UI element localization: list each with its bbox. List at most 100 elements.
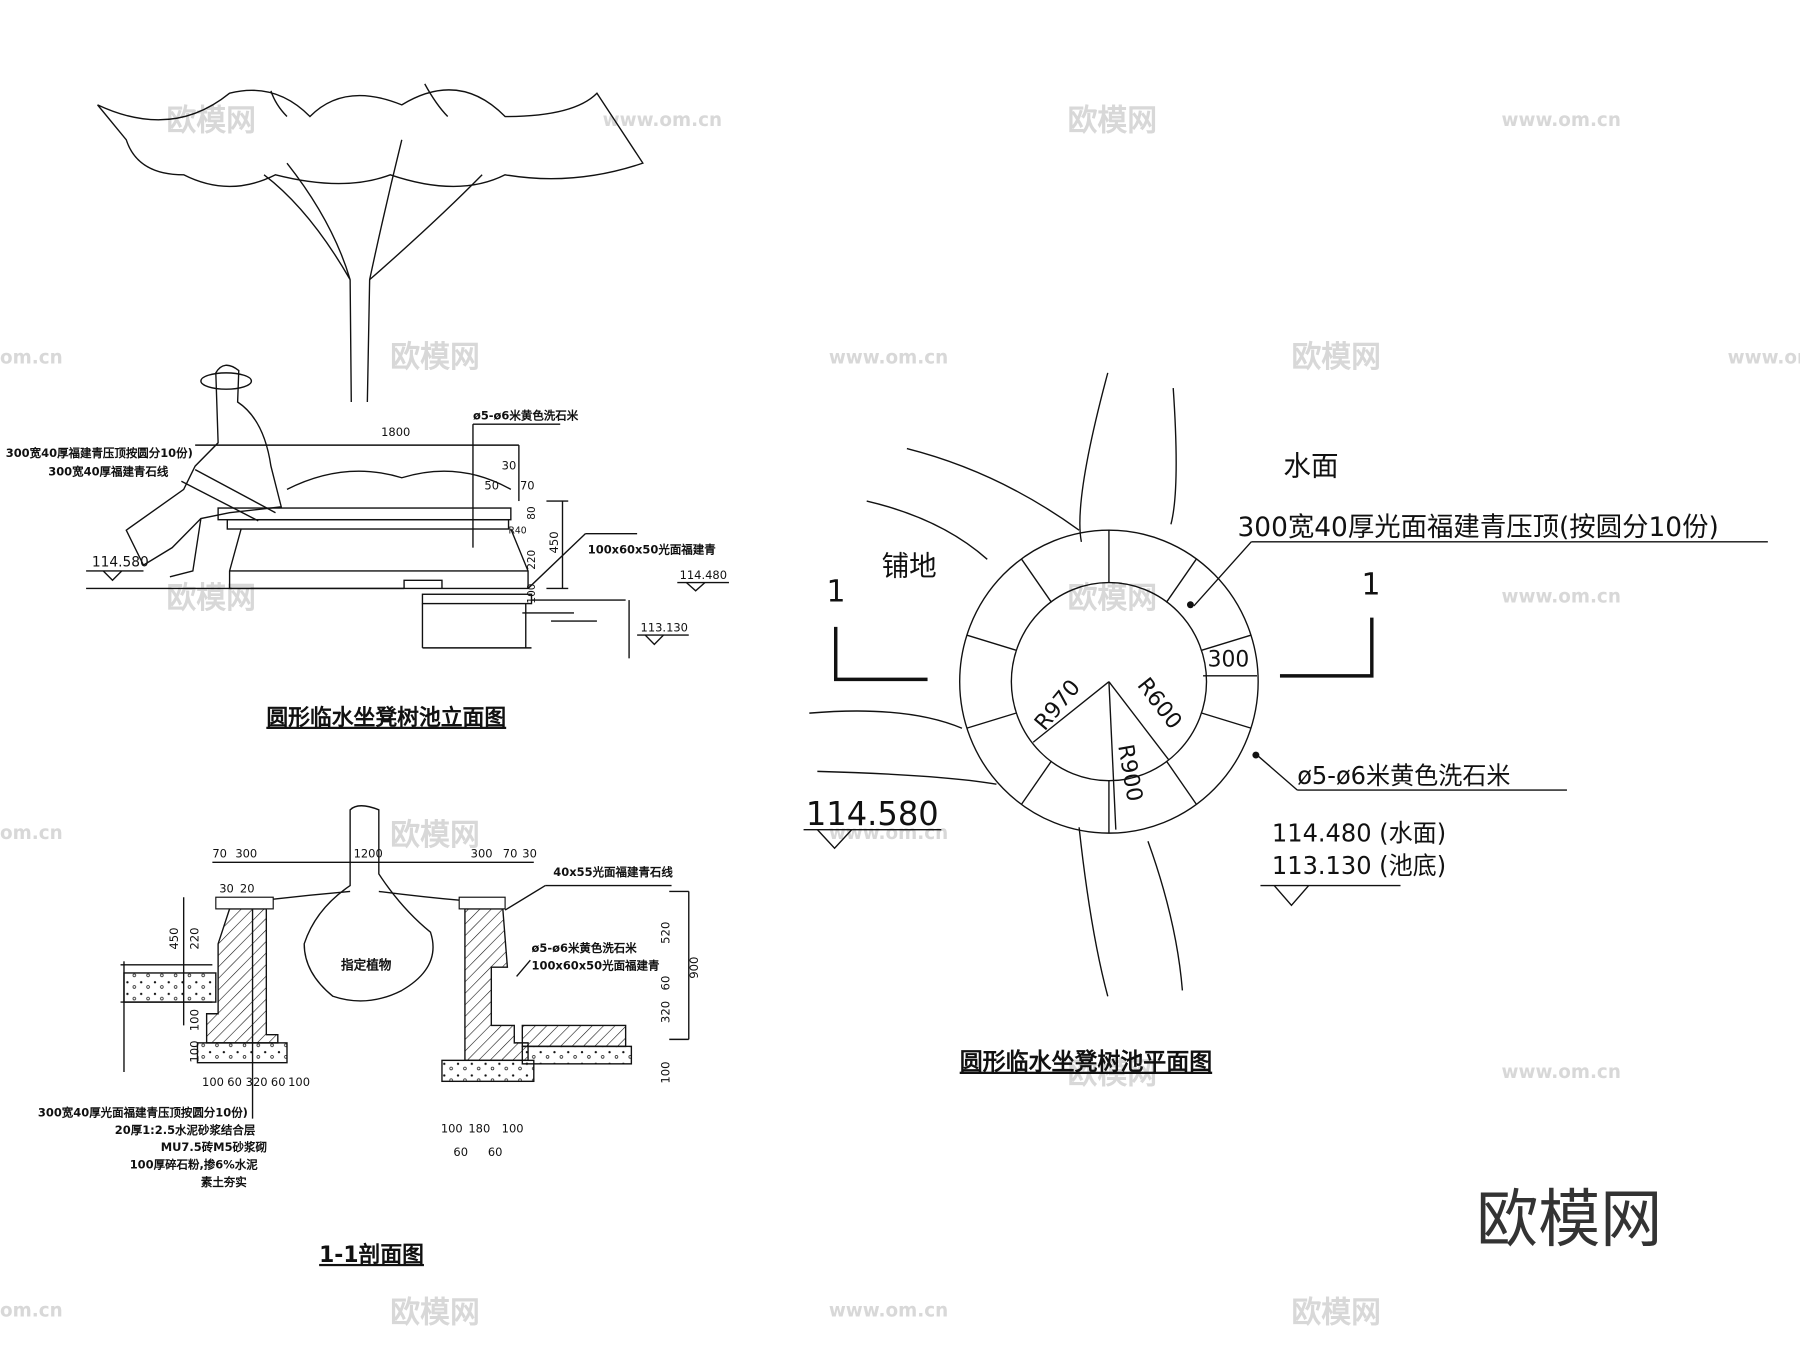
- svg-text:60: 60: [488, 1145, 503, 1159]
- svg-text:20厚1:2.5水泥砂浆结合层: 20厚1:2.5水泥砂浆结合层: [115, 1123, 256, 1137]
- svg-text:60: 60: [227, 1075, 242, 1089]
- left-footing: [196, 1042, 288, 1064]
- dim-r970: R970: [1030, 675, 1086, 735]
- dim-1800: 1800: [381, 425, 410, 439]
- svg-text:100: 100: [188, 1040, 202, 1062]
- level-water: 114.480 (水面): [1272, 818, 1446, 847]
- svg-text:100: 100: [658, 1061, 672, 1083]
- cap-segments: [966, 530, 1252, 834]
- elevation-title: 圆形临水坐凳树池立面图: [266, 705, 506, 731]
- svg-text:欧模网: 欧模网: [1291, 1295, 1381, 1330]
- svg-text:素土夯实: 素土夯实: [201, 1175, 247, 1189]
- svg-text:www.om.cn: www.om.cn: [1502, 110, 1621, 131]
- svg-text:100: 100: [202, 1075, 224, 1089]
- svg-text:www.om.cn: www.om.cn: [1728, 347, 1800, 368]
- svg-text:om.cn: om.cn: [0, 1301, 63, 1322]
- svg-text:70: 70: [212, 847, 227, 861]
- svg-text:100: 100: [288, 1075, 310, 1089]
- svg-text:20: 20: [240, 881, 255, 895]
- tree-illustration: [97, 83, 644, 403]
- svg-text:300: 300: [471, 847, 493, 861]
- svg-text:100厚碎石粉,掺6%水泥: 100厚碎石粉,掺6%水泥: [130, 1158, 258, 1172]
- dim-r40: R40: [509, 526, 527, 537]
- plan-title: 圆形临水坐凳树池平面图: [960, 1049, 1212, 1076]
- dim: 450: [547, 531, 561, 553]
- level-paving: 114.580: [806, 795, 939, 833]
- svg-text:30: 30: [219, 881, 234, 895]
- svg-text:320: 320: [246, 1075, 268, 1089]
- svg-text:欧模网: 欧模网: [390, 818, 480, 853]
- svg-text:om.cn: om.cn: [0, 823, 63, 844]
- level-113130: 113.130: [641, 620, 688, 634]
- section-top-dims: 70 300 1200 300 70 30 30 20 450 220 100 …: [167, 847, 701, 1159]
- svg-text:180: 180: [468, 1122, 490, 1136]
- label-gravel: ø5-ø6米黄色洗石米: [473, 408, 579, 422]
- label-stone: 100x60x50光面福建青: [588, 542, 716, 556]
- label-stone: 100x60x50光面福建青: [532, 958, 660, 972]
- pool-bottom: [521, 1024, 627, 1048]
- plant-label: 指定植物: [341, 957, 392, 972]
- dim: 30: [502, 459, 517, 473]
- plan-drawing: 1 1 水面 铺地 300宽40厚光面福建青压顶(按圆分10份) ø5-ø6米黄…: [803, 372, 1768, 1076]
- svg-text:60: 60: [271, 1075, 286, 1089]
- svg-text:欧模网: 欧模网: [166, 581, 256, 616]
- svg-text:30: 30: [522, 847, 537, 861]
- svg-text:www.om.cn: www.om.cn: [829, 823, 948, 844]
- right-cap: [458, 896, 506, 910]
- svg-text:450: 450: [167, 927, 181, 949]
- planter-elevation: [86, 423, 729, 659]
- section-title: 1-1剖面图: [319, 1242, 424, 1268]
- level-bottom: 113.130 (池底): [1272, 851, 1446, 880]
- svg-text:220: 220: [188, 927, 202, 949]
- svg-text:欧模网: 欧模网: [1068, 1056, 1158, 1091]
- label-gravel: ø5-ø6米黄色洗石米: [1297, 761, 1510, 790]
- section-mark-left: [833, 626, 928, 682]
- label-paving: 铺地: [882, 549, 937, 582]
- dim: 70: [520, 478, 535, 492]
- dim: 50: [484, 478, 499, 492]
- svg-text:300宽40厚光面福建青压顶按圆分10份): 300宽40厚光面福建青压顶按圆分10份): [38, 1105, 248, 1119]
- seated-woman-illustration: [125, 364, 283, 578]
- svg-text:520: 520: [658, 922, 672, 944]
- svg-text:www.om.cn: www.om.cn: [1502, 1062, 1621, 1083]
- dim-300: 300: [1208, 647, 1250, 672]
- svg-text:70: 70: [503, 847, 518, 861]
- svg-text:om.cn: om.cn: [0, 347, 63, 368]
- right-wall: [464, 908, 529, 1062]
- svg-text:300: 300: [235, 847, 257, 861]
- section-mark-label-left: 1: [827, 574, 846, 609]
- svg-text:60: 60: [453, 1145, 468, 1159]
- svg-text:60: 60: [658, 976, 672, 991]
- svg-text:1200: 1200: [354, 847, 383, 861]
- dim-r900: R900: [1112, 742, 1146, 803]
- dim: 80: [526, 506, 538, 519]
- paving-base: [123, 972, 217, 1003]
- left-cap: [215, 896, 274, 910]
- elevation-drawing: 1800 30 50 70 80 R40 220 100 450 300宽40厚…: [6, 83, 729, 731]
- svg-text:100: 100: [502, 1122, 524, 1136]
- section-mark-right: [1279, 617, 1374, 678]
- dim: 100: [526, 584, 538, 604]
- label-gravel: ø5-ø6米黄色洗石米: [532, 941, 638, 955]
- svg-text:www.om.cn: www.om.cn: [603, 110, 722, 131]
- svg-text:欧模网: 欧模网: [390, 340, 480, 375]
- right-footing: [441, 1059, 535, 1083]
- level-114580: 114.580: [92, 554, 149, 570]
- svg-text:欧模网: 欧模网: [166, 103, 256, 138]
- svg-text:320: 320: [658, 1001, 672, 1023]
- svg-text:欧模网: 欧模网: [1291, 340, 1381, 375]
- svg-text:www.om.cn: www.om.cn: [829, 347, 948, 368]
- brand-watermark-logo: 欧模网: [1476, 1183, 1662, 1257]
- svg-text:100: 100: [188, 1009, 202, 1031]
- label-stone-line: 40x55光面福建青石线: [553, 865, 673, 879]
- section-drawing: 指定植物 70 300 1200 300 70 30 30 20 450 220…: [38, 805, 701, 1268]
- label-line: 300宽40厚福建青石线: [48, 464, 169, 478]
- svg-text:MU7.5砖M5砂浆砌: MU7.5砖M5砂浆砌: [161, 1140, 267, 1154]
- label-cap: 300宽40厚光面福建青压顶(按圆分10份): [1238, 512, 1719, 543]
- label-water: 水面: [1283, 449, 1338, 482]
- dim: 220: [526, 550, 538, 570]
- dim-r600: R600: [1132, 673, 1187, 734]
- pool-base: [521, 1045, 633, 1065]
- watermarks: 欧模网 欧模网 欧模网 欧模网 欧模网 欧模网 欧模网 欧模网 欧模网 欧模网 …: [0, 103, 1800, 1330]
